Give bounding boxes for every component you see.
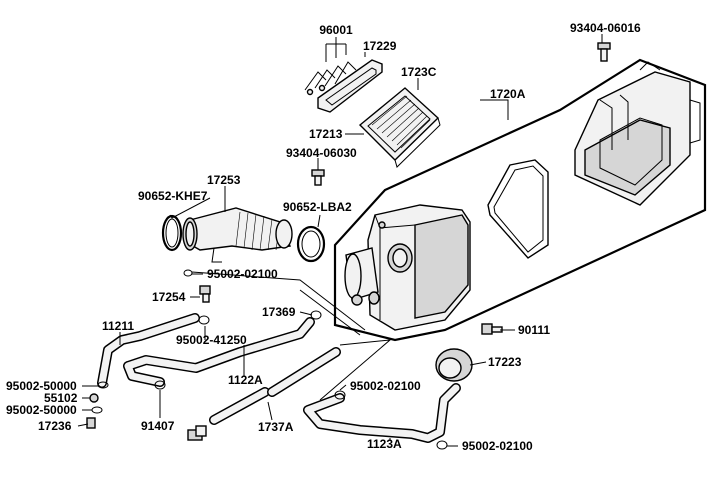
label-95002-02100-b: 95002-02100 [350, 379, 421, 393]
leader-lines [77, 34, 603, 447]
clip-95002-02100-a [183, 269, 193, 277]
label-95002-50000-a: 95002-50000 [6, 379, 77, 393]
label-91407: 91407 [141, 419, 175, 433]
plug-17236 [86, 417, 96, 429]
label-93404-06016: 93404-06016 [570, 21, 641, 35]
drain-hose-1737A [187, 347, 341, 441]
screw-93404-06030 [311, 169, 325, 186]
label-93404-06030: 93404-06030 [286, 146, 357, 160]
hose-clamp-90652-LBA2 [296, 225, 326, 263]
label-1723C: 1723C [401, 65, 437, 79]
clip-95002-41250 [198, 315, 210, 325]
filter-element-1723C [358, 87, 441, 168]
frame-17229 [317, 59, 383, 113]
label-1122A: 1122A [228, 373, 263, 387]
hose-11211 [97, 313, 200, 388]
label-17236: 17236 [38, 419, 72, 433]
clip-55102 [89, 393, 99, 403]
label-95002-50000-b: 95002-50000 [6, 403, 77, 417]
label-90652-LBA2: 90652-LBA2 [283, 200, 352, 214]
label-1737A: 1737A [258, 420, 294, 434]
label-90652-KHE7: 90652-KHE7 [138, 189, 208, 203]
label-11211: 11211 [102, 319, 134, 333]
label-17229: 17229 [363, 39, 397, 53]
label-90111: 90111 [518, 323, 550, 337]
air-cleaner-group-boundary [333, 58, 707, 342]
label-95002-02100-a: 95002-02100 [207, 267, 278, 281]
label-17213: 17213 [309, 127, 343, 141]
element-gasket [487, 159, 549, 259]
hose-1123A [303, 383, 461, 443]
label-17254: 17254 [152, 290, 186, 304]
label-95002-41250: 95002-41250 [176, 333, 247, 347]
clip-95002-50000-a [97, 381, 109, 389]
label-1720A: 1720A [490, 87, 526, 101]
joint-17223 [435, 348, 473, 382]
label-95002-02100-c: 95002-02100 [462, 439, 533, 453]
clip-91407 [154, 380, 166, 390]
hose-group-boundary [191, 271, 366, 331]
hose-1122A [123, 317, 315, 387]
label-17223: 17223 [488, 355, 522, 369]
air-cleaner-case-lower [344, 204, 471, 331]
hose-clamp-90652-KHE7 [161, 214, 183, 252]
air-cleaner-case-upper [574, 61, 701, 206]
intake-duct-17253 [182, 207, 293, 263]
clips-96001 [304, 61, 357, 96]
label-17369: 17369 [262, 305, 296, 319]
clip-95002-02100-b [334, 390, 346, 400]
label-17253: 17253 [207, 173, 241, 187]
clip-95002-50000-b [91, 406, 103, 414]
screw-90111 [481, 323, 503, 335]
label-55102: 55102 [44, 391, 78, 405]
plug-17254 [199, 285, 211, 303]
screw-93404-06016 [597, 42, 611, 62]
label-1123A: 1123A [367, 437, 402, 451]
label-96001: 96001 [319, 23, 353, 37]
clip-95002-02100-c [436, 440, 448, 450]
